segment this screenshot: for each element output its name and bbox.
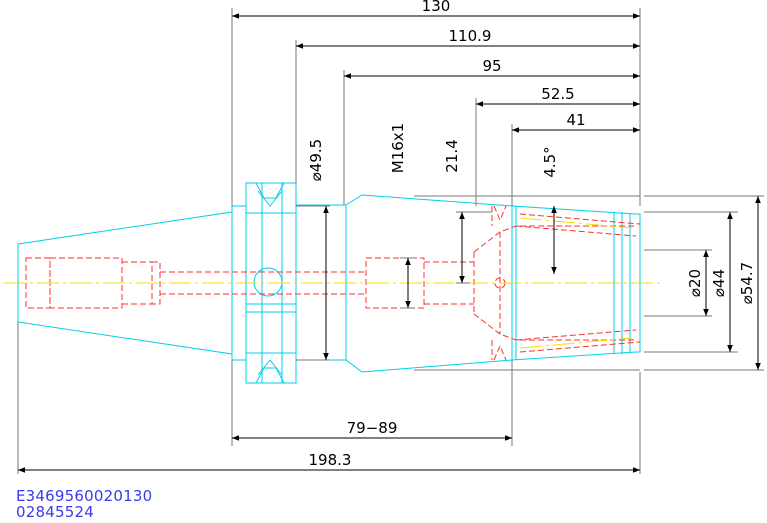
dim-m16x1-label: M16x1 (389, 123, 407, 173)
dim-angle-label: 4.5° (541, 146, 559, 177)
dim-54-7-label: ⌀54.7 (738, 262, 756, 304)
collet-lines (519, 217, 633, 349)
dim-44-label: ⌀44 (710, 269, 728, 297)
extension-lines (17, 8, 764, 474)
dim-52-5-label: 52.5 (541, 85, 574, 103)
part-code-line-1: E3469560020130 (16, 487, 153, 505)
dim-20-label: ⌀20 (686, 269, 704, 297)
horizontal-dimensions (18, 13, 640, 473)
dim-41-label: 41 (566, 111, 585, 129)
dim-21-4-label: 21.4 (443, 139, 461, 172)
dim-49-5-label: ⌀49.5 (307, 139, 325, 181)
dim-130-label: 130 (422, 0, 451, 15)
dim-95-label: 95 (482, 57, 501, 75)
drive-hole (253, 267, 283, 297)
dim-79-89-label: 79−89 (347, 419, 398, 437)
dim-198-3-label: 198.3 (309, 451, 352, 469)
vertical-dimensions (323, 196, 761, 370)
part-code-line-2: 02845524 (16, 503, 94, 521)
dim-110-9-label: 110.9 (449, 27, 492, 45)
hidden-lines (25, 205, 641, 361)
